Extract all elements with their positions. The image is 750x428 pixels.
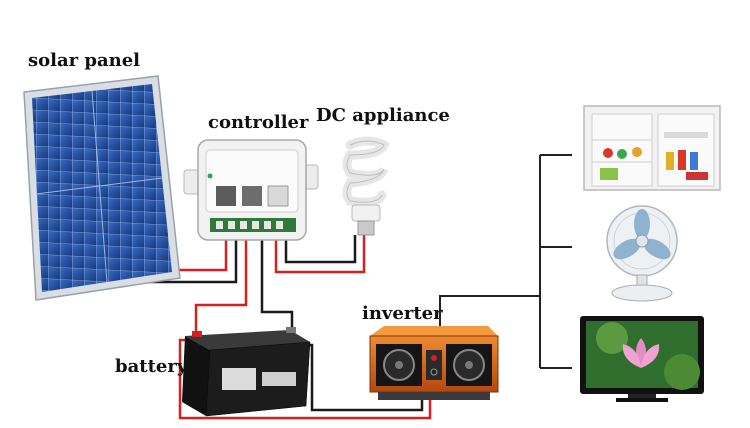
battery-icon	[182, 327, 311, 417]
solar-panel-icon	[23, 75, 181, 301]
refrigerator-icon	[583, 105, 721, 191]
label-dc-appliance: DC appliance	[316, 105, 450, 126]
tv-icon	[580, 316, 704, 402]
battery-wire-negative	[260, 238, 294, 333]
label-inverter: inverter	[362, 303, 443, 324]
label-controller: controller	[208, 112, 309, 133]
inverter-wire-positive	[178, 338, 432, 420]
battery-wire-positive	[194, 238, 248, 333]
load-wire-positive	[274, 235, 366, 274]
ac-line	[439, 154, 572, 369]
cfl-bulb-icon	[342, 136, 390, 236]
wiring	[110, 154, 572, 420]
inverter-icon	[369, 326, 499, 400]
label-solar-panel: solar panel	[28, 50, 141, 71]
label-battery: battery	[115, 356, 188, 377]
load-wire-negative	[284, 235, 357, 264]
charge-controller-icon	[183, 139, 319, 241]
fan-icon	[606, 205, 678, 302]
